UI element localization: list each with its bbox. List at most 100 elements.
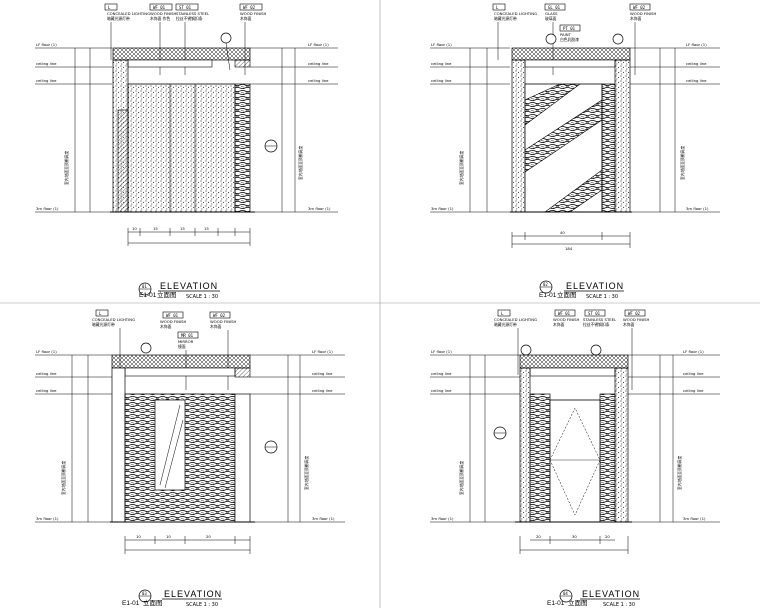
svg-text:CONCEALED LIGHTING: CONCEALED LIGHTING [494,317,537,322]
level-label: ceiling line [683,388,704,393]
level-label: ceiling line [36,78,57,83]
svg-text:拉丝不锈钢扣条: 拉丝不锈钢扣条 [176,16,203,21]
level-label: LF floor (1) [36,42,57,47]
svg-text:WF 01: WF 01 [558,311,571,316]
dim-label: 10 [136,534,141,539]
vertical-note: 室内地面至顶棚高度 [298,146,303,180]
svg-text:WOOD FINISH: WOOD FINISH [210,319,237,324]
svg-text:WOOD FINISH: WOOD FINISH [150,11,177,16]
drawing-title: 04 E1-01 立面图 ELEVATION SCALE 1 : 30 [547,589,640,608]
svg-text:镜面: 镜面 [178,344,186,349]
svg-text:CONCEALED LIGHTING: CONCEALED LIGHTING [107,11,150,16]
svg-text:暗藏光源灯带: 暗藏光源灯带 [92,322,115,327]
svg-text:01: 01 [142,284,147,289]
dim-label: 184 [565,246,573,251]
svg-text:STAINLESS STEEL: STAINLESS STEEL [176,11,210,16]
svg-text:MIRROR: MIRROR [178,339,194,344]
level-label: ceiling line [308,78,329,83]
level-label: LF floor (1) [431,349,452,354]
detail-callout-circle [545,33,557,45]
wall-left [511,59,526,213]
svg-text:木饰面: 木饰面 [623,322,635,327]
dim-label: 20 [206,534,211,539]
level-label: 3m floor (1) [308,206,331,211]
svg-text:木饰面: 木饰面 [553,322,565,327]
diagonal-wood-bands [525,84,602,212]
material-tag-wood-finish-02: WF 02 WOOD FINISH 木饰面 [623,309,650,390]
level-label: ceiling line [431,371,452,376]
svg-text:WF 01: WF 01 [153,5,166,10]
ceiling-slab [112,47,251,61]
level-label: 3m floor (1) [312,516,335,521]
material-tag-paint: PT 01 PAINT 白色乳胶漆 [559,24,581,42]
level-label: LF floor (1) [308,42,329,47]
wood-finish-side [601,83,616,213]
svg-text:ELEVATION: ELEVATION [582,589,640,599]
dim-label: 20 [605,534,610,539]
dim-label: 40 [560,230,565,235]
svg-text:GL 01: GL 01 [548,5,561,10]
level-label: LF floor (1) [312,349,333,354]
vertical-note: 室内地面至顶棚高度 [677,456,682,490]
vertical-note: 室内地面至顶棚高度 [680,146,685,180]
wood-finish-side [599,393,616,523]
level-label: ceiling line [36,388,57,393]
level-label: ceiling line [308,61,329,66]
svg-text:L: L [501,311,504,316]
material-tag-wood-finish-01: WF 01 WOOD FINISH 木饰面 [160,311,187,329]
material-tag-wood-finish-01: WF 01 WOOD FINISH 木饰面 [553,309,580,327]
level-label: LF floor (1) [683,349,704,354]
level-lines [35,47,338,213]
svg-text:SCALE 1 : 30: SCALE 1 : 30 [186,602,218,608]
dim-label: 30 [572,534,577,539]
svg-text:SCALE 1 : 30: SCALE 1 : 30 [586,294,618,300]
svg-text:木饰面: 木饰面 [240,16,252,21]
svg-text:MR 01: MR 01 [181,333,194,338]
level-label: 3m floor (1) [431,206,454,211]
svg-text:SCALE 1 : 30: SCALE 1 : 30 [603,602,635,608]
level-label: ceiling line [36,61,57,66]
svg-text:L: L [496,5,499,10]
svg-text:L: L [99,311,102,316]
svg-text:ELEVATION: ELEVATION [566,281,624,291]
level-label: ceiling line [431,61,452,66]
level-label: ceiling line [36,371,57,376]
level-label: 3m floor (1) [36,516,59,521]
vertical-note: 室内地面至顶棚高度 [459,461,464,495]
level-label: 3m floor (1) [683,516,706,521]
level-label: ceiling line [312,371,333,376]
level-label: ceiling line [431,78,452,83]
svg-text:WOOD FINISH: WOOD FINISH [623,317,650,322]
svg-text:E1-01: E1-01 [547,600,565,607]
svg-text:WF 02: WF 02 [243,5,256,10]
wood-panel-wall [127,83,236,213]
vertical-note: 室内地面至顶棚高度 [304,456,309,490]
level-label: ceiling line [312,388,333,393]
wall-right [614,367,629,523]
detail-callout-circle [140,342,152,354]
level-label: ceiling line [683,371,704,376]
wood-finish-side [529,393,551,523]
level-label: 3m floor (1) [686,206,709,211]
level-label: ceiling line [686,78,707,83]
svg-text:04: 04 [563,591,568,596]
svg-text:木饰面: 木饰面 [630,16,642,21]
dim-label: 15 [204,226,209,231]
elevation-panel-04: L CONCEALED LIGHTING 暗藏光源灯带 WF 01 WOOD F… [430,309,720,608]
detail-callout-circle [590,344,602,356]
svg-text:ST 01: ST 01 [179,5,192,10]
ceiling-slab [111,354,251,369]
vertical-note: 室内地面至顶棚高度 [64,151,69,185]
drawing-title: 02 E1-01 立面图 ELEVATION SCALE 1 : 30 [539,280,624,300]
level-label: ceiling line [686,61,707,66]
svg-text:立面图: 立面图 [157,290,177,299]
detail-callout-circle [612,33,624,45]
svg-text:PT 01: PT 01 [563,26,576,31]
material-tag-wood-finish-02: WF 02 WOOD FINISH 木饰面 [629,3,657,75]
svg-text:ST 01: ST 01 [588,311,601,316]
svg-text:WOOD FINISH: WOOD FINISH [553,317,580,322]
elevation-panel-02: L CONCEALED LIGHTING 暗藏光源灯带 GL 01 GLASS … [430,3,720,300]
svg-text:玻璃面: 玻璃面 [545,16,557,21]
svg-text:WOOD FINISH: WOOD FINISH [630,11,657,16]
elevation-panel-01: L CONCEALED LIGHTING 暗藏光源灯带 WF 01 WOOD F… [35,3,338,300]
